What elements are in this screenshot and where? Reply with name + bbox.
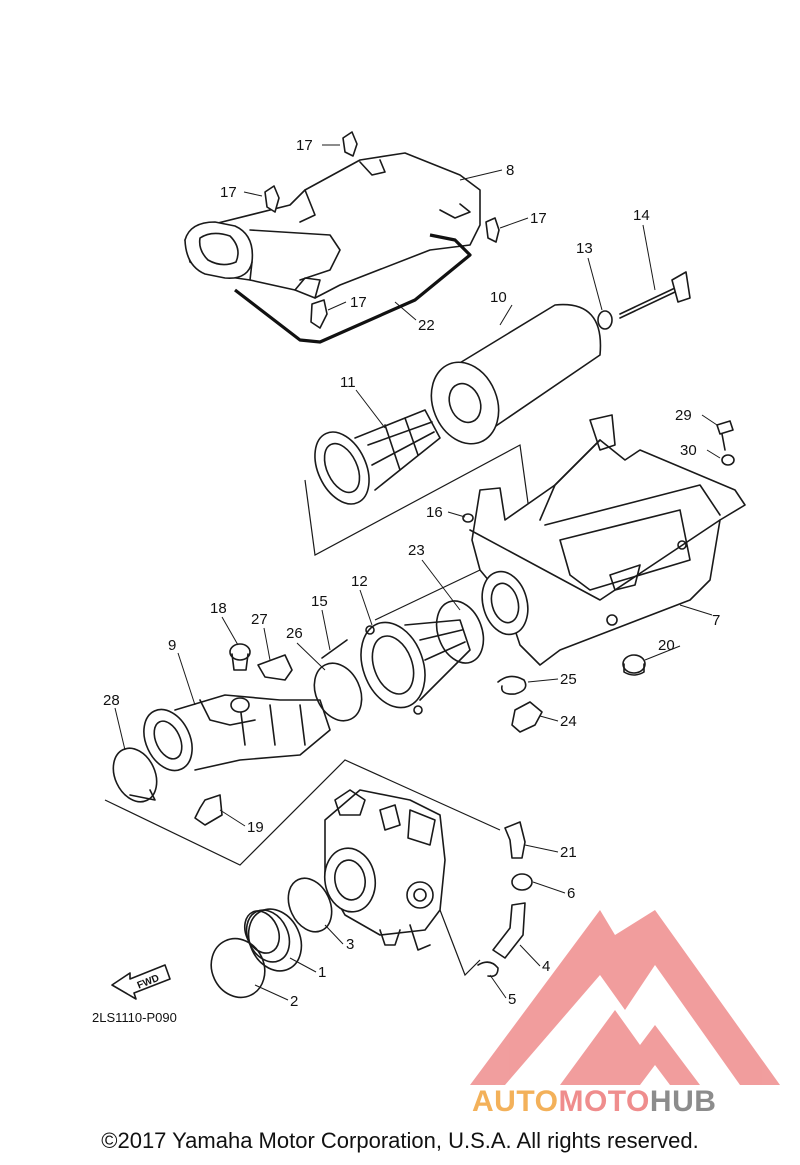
watermark-word-moto: MOTO xyxy=(558,1085,650,1118)
clamp-part xyxy=(210,937,266,999)
o-ring-part xyxy=(435,600,485,664)
callout-13: 13 xyxy=(576,240,593,257)
callout-10: 10 xyxy=(490,289,507,306)
clamp-part xyxy=(511,873,533,891)
air-box-joint-part xyxy=(360,619,471,715)
callout-11: 11 xyxy=(340,374,356,391)
clip-part xyxy=(477,961,499,978)
cap-part xyxy=(229,643,251,671)
drawing-code: 2LS1110-P090 xyxy=(92,1010,177,1025)
dashed-assembly-line xyxy=(374,569,481,621)
hose-part xyxy=(492,902,526,959)
callout-30: 30 xyxy=(680,442,697,459)
callout-27: 27 xyxy=(251,611,268,628)
watermark-word-hub: HUB xyxy=(649,1085,717,1118)
callout-2: 2 xyxy=(290,993,298,1010)
callout-labels: 17 8 17 17 14 13 10 17 22 11 29 30 16 23… xyxy=(103,137,720,1010)
pin-part xyxy=(321,639,348,659)
forward-direction-arrow-icon: FWD xyxy=(111,964,171,1000)
callout-22: 22 xyxy=(418,317,435,334)
callout-23: 23 xyxy=(408,542,425,559)
air-box-case-part xyxy=(469,414,746,666)
callout-8: 8 xyxy=(506,162,514,179)
hose-fitting-part xyxy=(194,794,223,826)
callout-3: 3 xyxy=(346,936,354,953)
callout-14: 14 xyxy=(633,207,650,224)
callout-17: 17 xyxy=(350,294,367,311)
spring-clip-part xyxy=(497,675,527,695)
callout-19: 19 xyxy=(247,819,264,836)
callout-7: 7 xyxy=(712,612,720,629)
callout-26: 26 xyxy=(286,625,303,642)
clamp-screw-part xyxy=(129,789,156,801)
callout-1: 1 xyxy=(318,964,326,981)
callout-17: 17 xyxy=(530,210,547,227)
callout-18: 18 xyxy=(210,600,227,617)
clamp-part xyxy=(287,877,333,933)
callout-25: 25 xyxy=(560,671,577,688)
washer-part xyxy=(597,310,613,330)
callout-15: 15 xyxy=(311,593,328,610)
callout-6: 6 xyxy=(567,885,575,902)
clip-parts xyxy=(264,131,500,329)
watermark-wordmark: AUTOMOTOHUB xyxy=(472,1085,716,1119)
air-box-cover-part xyxy=(184,152,481,299)
clamp-part xyxy=(313,662,363,722)
callout-20: 20 xyxy=(658,637,675,654)
callout-28: 28 xyxy=(103,692,120,709)
hose-fitting-part xyxy=(257,654,293,681)
dashed-assembly-line xyxy=(104,759,501,866)
callout-12: 12 xyxy=(351,573,368,590)
dashed-assembly-line xyxy=(439,909,481,977)
intake-joint-part xyxy=(143,694,331,772)
bolt-part xyxy=(716,420,735,466)
callout-24: 24 xyxy=(560,713,577,730)
callout-29: 29 xyxy=(675,407,692,424)
watermark-word-auto: AUTO xyxy=(472,1085,559,1118)
callout-21: 21 xyxy=(560,844,577,861)
callout-5: 5 xyxy=(508,991,516,1008)
callout-17: 17 xyxy=(296,137,313,154)
throttle-joint-part xyxy=(243,908,303,972)
copyright-notice: ©2017 Yamaha Motor Corporation, U.S.A. A… xyxy=(101,1128,699,1153)
callout-leader-lines xyxy=(114,144,721,1001)
automotohub-logo-icon xyxy=(470,910,780,1085)
clamp-part xyxy=(112,747,158,803)
callout-4: 4 xyxy=(542,958,550,975)
grommet-part xyxy=(462,513,474,523)
callout-17: 17 xyxy=(220,184,237,201)
drain-cap-part xyxy=(511,701,543,733)
throttle-body-part xyxy=(323,789,446,951)
wing-bolt-part xyxy=(619,271,691,319)
callout-16: 16 xyxy=(426,504,443,521)
drain-plug-part xyxy=(622,654,646,676)
callout-9: 9 xyxy=(168,637,176,654)
filter-holder-part xyxy=(314,409,441,505)
hose-part xyxy=(504,821,526,859)
air-filter-element-part xyxy=(430,303,602,445)
cover-gasket-part xyxy=(234,233,472,344)
